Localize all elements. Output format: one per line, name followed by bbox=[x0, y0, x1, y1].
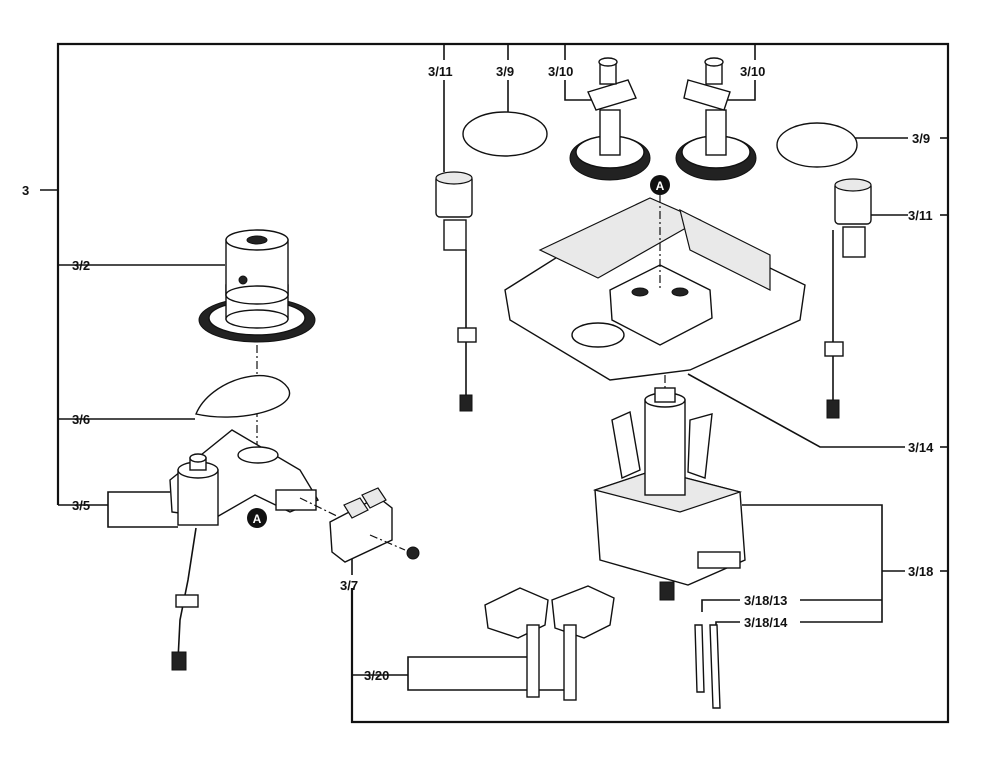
part-3-11-left-sensor bbox=[435, 171, 477, 412]
label-3-9-right: 3/9 bbox=[912, 131, 930, 146]
part-labels: 3 3/2 3/6 3/5 3/7 3/20 3/11 3/9 3/10 3/1… bbox=[22, 64, 934, 683]
part-3-10-right-gear bbox=[675, 57, 757, 181]
part-3-20-sensor-boards bbox=[484, 585, 615, 701]
part-3-9-left-oring bbox=[462, 111, 548, 157]
marker-a-top: A bbox=[650, 175, 670, 195]
label-3-18-13: 3/18/13 bbox=[744, 593, 787, 608]
marker-a-bottom: A bbox=[247, 508, 267, 528]
label-3-7: 3/7 bbox=[340, 578, 358, 593]
part-3-5-motor-bracket bbox=[169, 429, 346, 671]
assembly-frame bbox=[40, 42, 950, 724]
part-3-18-14-strip bbox=[709, 624, 721, 709]
label-3-10-right: 3/10 bbox=[740, 64, 765, 79]
part-3-6-belt bbox=[195, 374, 291, 418]
label-3: 3 bbox=[22, 183, 29, 198]
label-3-2: 3/2 bbox=[72, 258, 90, 273]
part-3-18-13-strip bbox=[694, 624, 705, 693]
label-3-10-left: 3/10 bbox=[548, 64, 573, 79]
label-3-9-left: 3/9 bbox=[496, 64, 514, 79]
label-3-6: 3/6 bbox=[72, 412, 90, 427]
marker-a-bottom-text: A bbox=[253, 512, 262, 526]
label-3-20: 3/20 bbox=[364, 668, 389, 683]
part-3-11-right-sensor bbox=[824, 178, 872, 419]
label-3-5: 3/5 bbox=[72, 498, 90, 513]
label-3-11-right: 3/11 bbox=[908, 208, 933, 223]
part-3-2-pulley bbox=[198, 229, 316, 455]
part-3-14-base-plate bbox=[504, 195, 806, 381]
label-3-18-14: 3/18/14 bbox=[744, 615, 788, 630]
label-3-18: 3/18 bbox=[908, 564, 933, 579]
label-3-14: 3/14 bbox=[908, 440, 934, 455]
part-3-18-chassis-block bbox=[592, 375, 746, 601]
label-3-11-left: 3/11 bbox=[428, 64, 453, 79]
leader-lines bbox=[58, 44, 948, 691]
part-3-9-right-oring bbox=[776, 122, 858, 168]
part-3-10-left-gear bbox=[569, 57, 651, 181]
marker-a-top-text: A bbox=[656, 179, 665, 193]
part-3-7-circuit-board bbox=[329, 487, 420, 563]
